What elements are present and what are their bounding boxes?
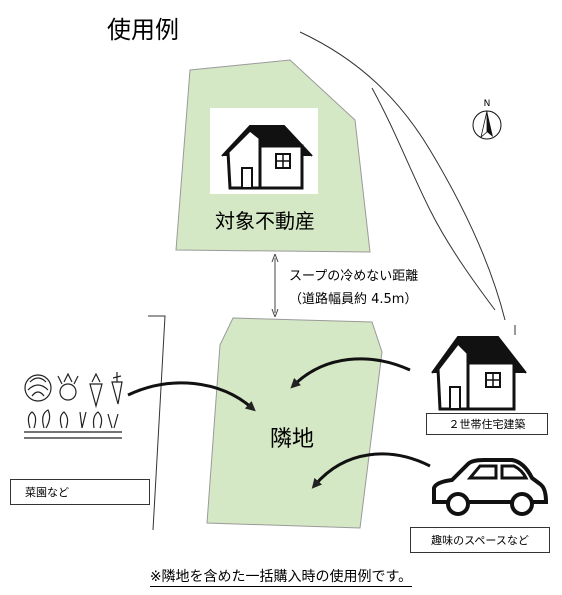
use-label-two-family-house: ２世帯住宅建築 bbox=[426, 413, 548, 435]
arrow-vegetables-to-lot bbox=[127, 381, 256, 412]
vegetables-icon bbox=[24, 372, 123, 439]
diagram-title: 使用例 bbox=[107, 16, 179, 44]
use-label-vegetable-garden: 菜園など bbox=[10, 479, 150, 505]
road-line-outer bbox=[299, 31, 506, 321]
target-property-label: 対象不動産 bbox=[215, 209, 315, 233]
car-icon bbox=[432, 458, 549, 516]
left-boundary-line bbox=[148, 315, 166, 531]
arrow-house-to-lot bbox=[290, 357, 411, 389]
distance-note-line2: （道路幅員約 4.5m） bbox=[289, 291, 417, 307]
house-icon bbox=[221, 125, 313, 190]
second-house-icon bbox=[431, 336, 527, 411]
road-line-inner bbox=[371, 87, 496, 311]
distance-note-line1: スープの冷めない距離 bbox=[289, 269, 418, 284]
footnote-text: ※隣地を含めた一括購入時の使用例です。 bbox=[149, 569, 413, 587]
neighbor-lot-label: 隣地 bbox=[270, 427, 314, 452]
footnote-caption: ※隣地を含めた一括購入時の使用例です。 bbox=[0, 566, 562, 587]
use-label-hobby-space: 趣味のスペースなど bbox=[410, 527, 550, 553]
neighbor-lot bbox=[206, 317, 383, 529]
compass-label: N bbox=[484, 99, 491, 109]
arrow-car-to-lot bbox=[311, 452, 431, 489]
compass-icon bbox=[472, 110, 502, 140]
